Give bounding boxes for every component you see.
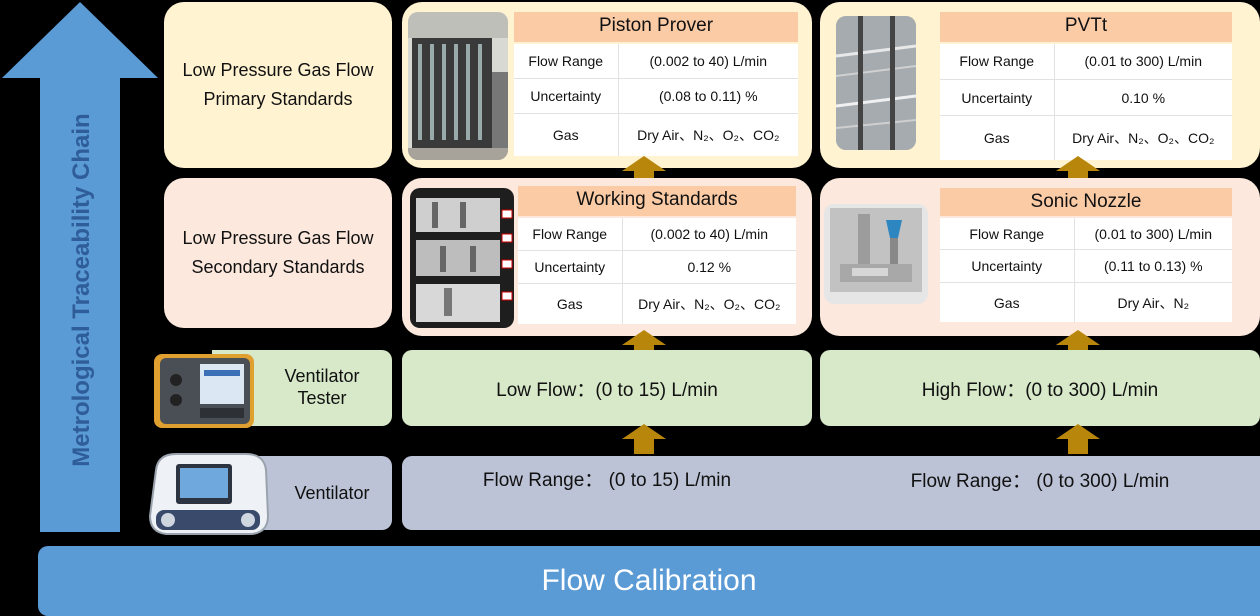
row-label: Flow Range [940,44,1055,80]
flow-calibration-banner: Flow Calibration [38,546,1260,616]
row-label: Uncertainty [518,250,623,285]
row-label: Flow Range [514,44,619,79]
row-label: Uncertainty [940,79,1055,117]
ventilator-label-text: Ventilator [294,482,370,503]
uncertainty-value: (0.08 to 0.11) % [618,78,798,114]
tester-line2: Tester [297,388,347,408]
secondary-line2: Secondary Standards [191,257,365,277]
gas-value: Dry Air、N₂ [1117,294,1190,311]
flow-range-value: (0.01 to 300) L/min [1074,218,1232,251]
traceability-axis-label: Metrological Traceability Chain [68,113,95,467]
working-standards-photo [410,188,514,328]
up-arrow-icon [622,424,666,454]
flow-range-value: (0.002 to 40) L/min [618,44,798,79]
traceability-arrow-icon [2,2,158,532]
table-row: Flow Range(0.01 to 300) L/min [940,44,1232,80]
gas-value: Dry Air、N₂、O₂、CO₂ [637,126,780,143]
working-standards-spec-table: Flow Range(0.002 to 40) L/min Uncertaint… [518,218,796,324]
up-arrow-icon [622,330,666,360]
sonic-nozzle-spec-table: Flow Range(0.01 to 300) L/min Uncertaint… [940,218,1232,322]
table-row: Flow Range(0.002 to 40) L/min [514,44,798,79]
ventilator-device-icon [148,453,270,535]
low-flow-tester-range: Low Flow：(0 to 15) L/min [402,350,812,426]
table-row: Gas Dry Air、N₂ [940,282,1232,322]
row-label: Gas [518,283,623,324]
gas-value: Dry Air、N₂、O₂、CO₂ [1072,130,1215,147]
pvtt-spec-table: Flow Range(0.01 to 300) L/min Uncertaint… [940,44,1232,160]
piston-prover-photo [408,12,508,160]
pvtt-photo [836,16,916,150]
up-arrow-icon [1056,156,1100,186]
piston-prover-card: Piston Prover Flow Range(0.002 to 40) L/… [402,2,812,168]
row-label: Flow Range [518,218,623,251]
uncertainty-value: 0.12 % [622,250,796,285]
uncertainty-value: (0.11 to 0.13) % [1074,249,1232,283]
table-row: Uncertainty(0.08 to 0.11) % [514,78,798,114]
working-standards-card: Working Standards Flow Range(0.002 to 40… [402,178,812,336]
row-label: Gas [514,113,619,156]
table-row: Gas Dry Air、N₂、O₂、CO₂ [514,113,798,156]
row-label: Uncertainty [514,78,619,114]
sonic-nozzle-photo [824,204,928,304]
primary-line2: Primary Standards [203,89,353,109]
up-arrow-icon [622,156,666,186]
row-label: Gas [940,115,1055,160]
row-label: Gas [940,282,1075,322]
row-label: Flow Range [940,218,1075,251]
ventilator-flow-row: Flow Range： (0 to 15) L/min Flow Range： … [402,456,1260,530]
table-row: Flow Range(0.002 to 40) L/min [518,218,796,251]
uncertainty-value: 0.10 % [1054,79,1232,117]
sonic-nozzle-card: Sonic Nozzle Flow Range(0.01 to 300) L/m… [820,178,1260,336]
sonic-nozzle-title: Sonic Nozzle [940,188,1232,216]
high-flow-tester-range: High Flow：(0 to 300) L/min [820,350,1260,426]
ventilator-tester-device-icon [154,354,254,428]
ventilator-low-flow-range: Flow Range： (0 to 15) L/min [482,469,732,491]
gas-value: Dry Air、N₂、O₂、CO₂ [638,296,781,313]
working-standards-title: Working Standards [518,186,796,216]
flow-range-value: (0.002 to 40) L/min [622,218,796,251]
secondary-line1: Low Pressure Gas Flow [182,228,374,249]
row-label: Uncertainty [940,249,1075,283]
up-arrow-icon [1056,424,1100,454]
table-row: Gas Dry Air、N₂、O₂、CO₂ [518,283,796,324]
table-row: Gas Dry Air、N₂、O₂、CO₂ [940,115,1232,160]
table-row: Uncertainty(0.11 to 0.13) % [940,249,1232,283]
up-arrow-icon [1056,330,1100,360]
pvtt-card: PVTt Flow Range(0.01 to 300) L/min Uncer… [820,2,1260,168]
table-row: Flow Range(0.01 to 300) L/min [940,218,1232,251]
pvtt-title: PVTt [940,12,1232,42]
ventilator-high-flow-range: Flow Range： (0 to 300) L/min [910,470,1170,492]
piston-prover-title: Piston Prover [514,12,798,42]
piston-prover-spec-table: Flow Range(0.002 to 40) L/min Uncertaint… [514,44,798,156]
flow-range-value: (0.01 to 300) L/min [1054,44,1232,80]
tester-line1: Ventilator [284,366,360,387]
primary-line1: Low Pressure Gas Flow [182,60,374,81]
